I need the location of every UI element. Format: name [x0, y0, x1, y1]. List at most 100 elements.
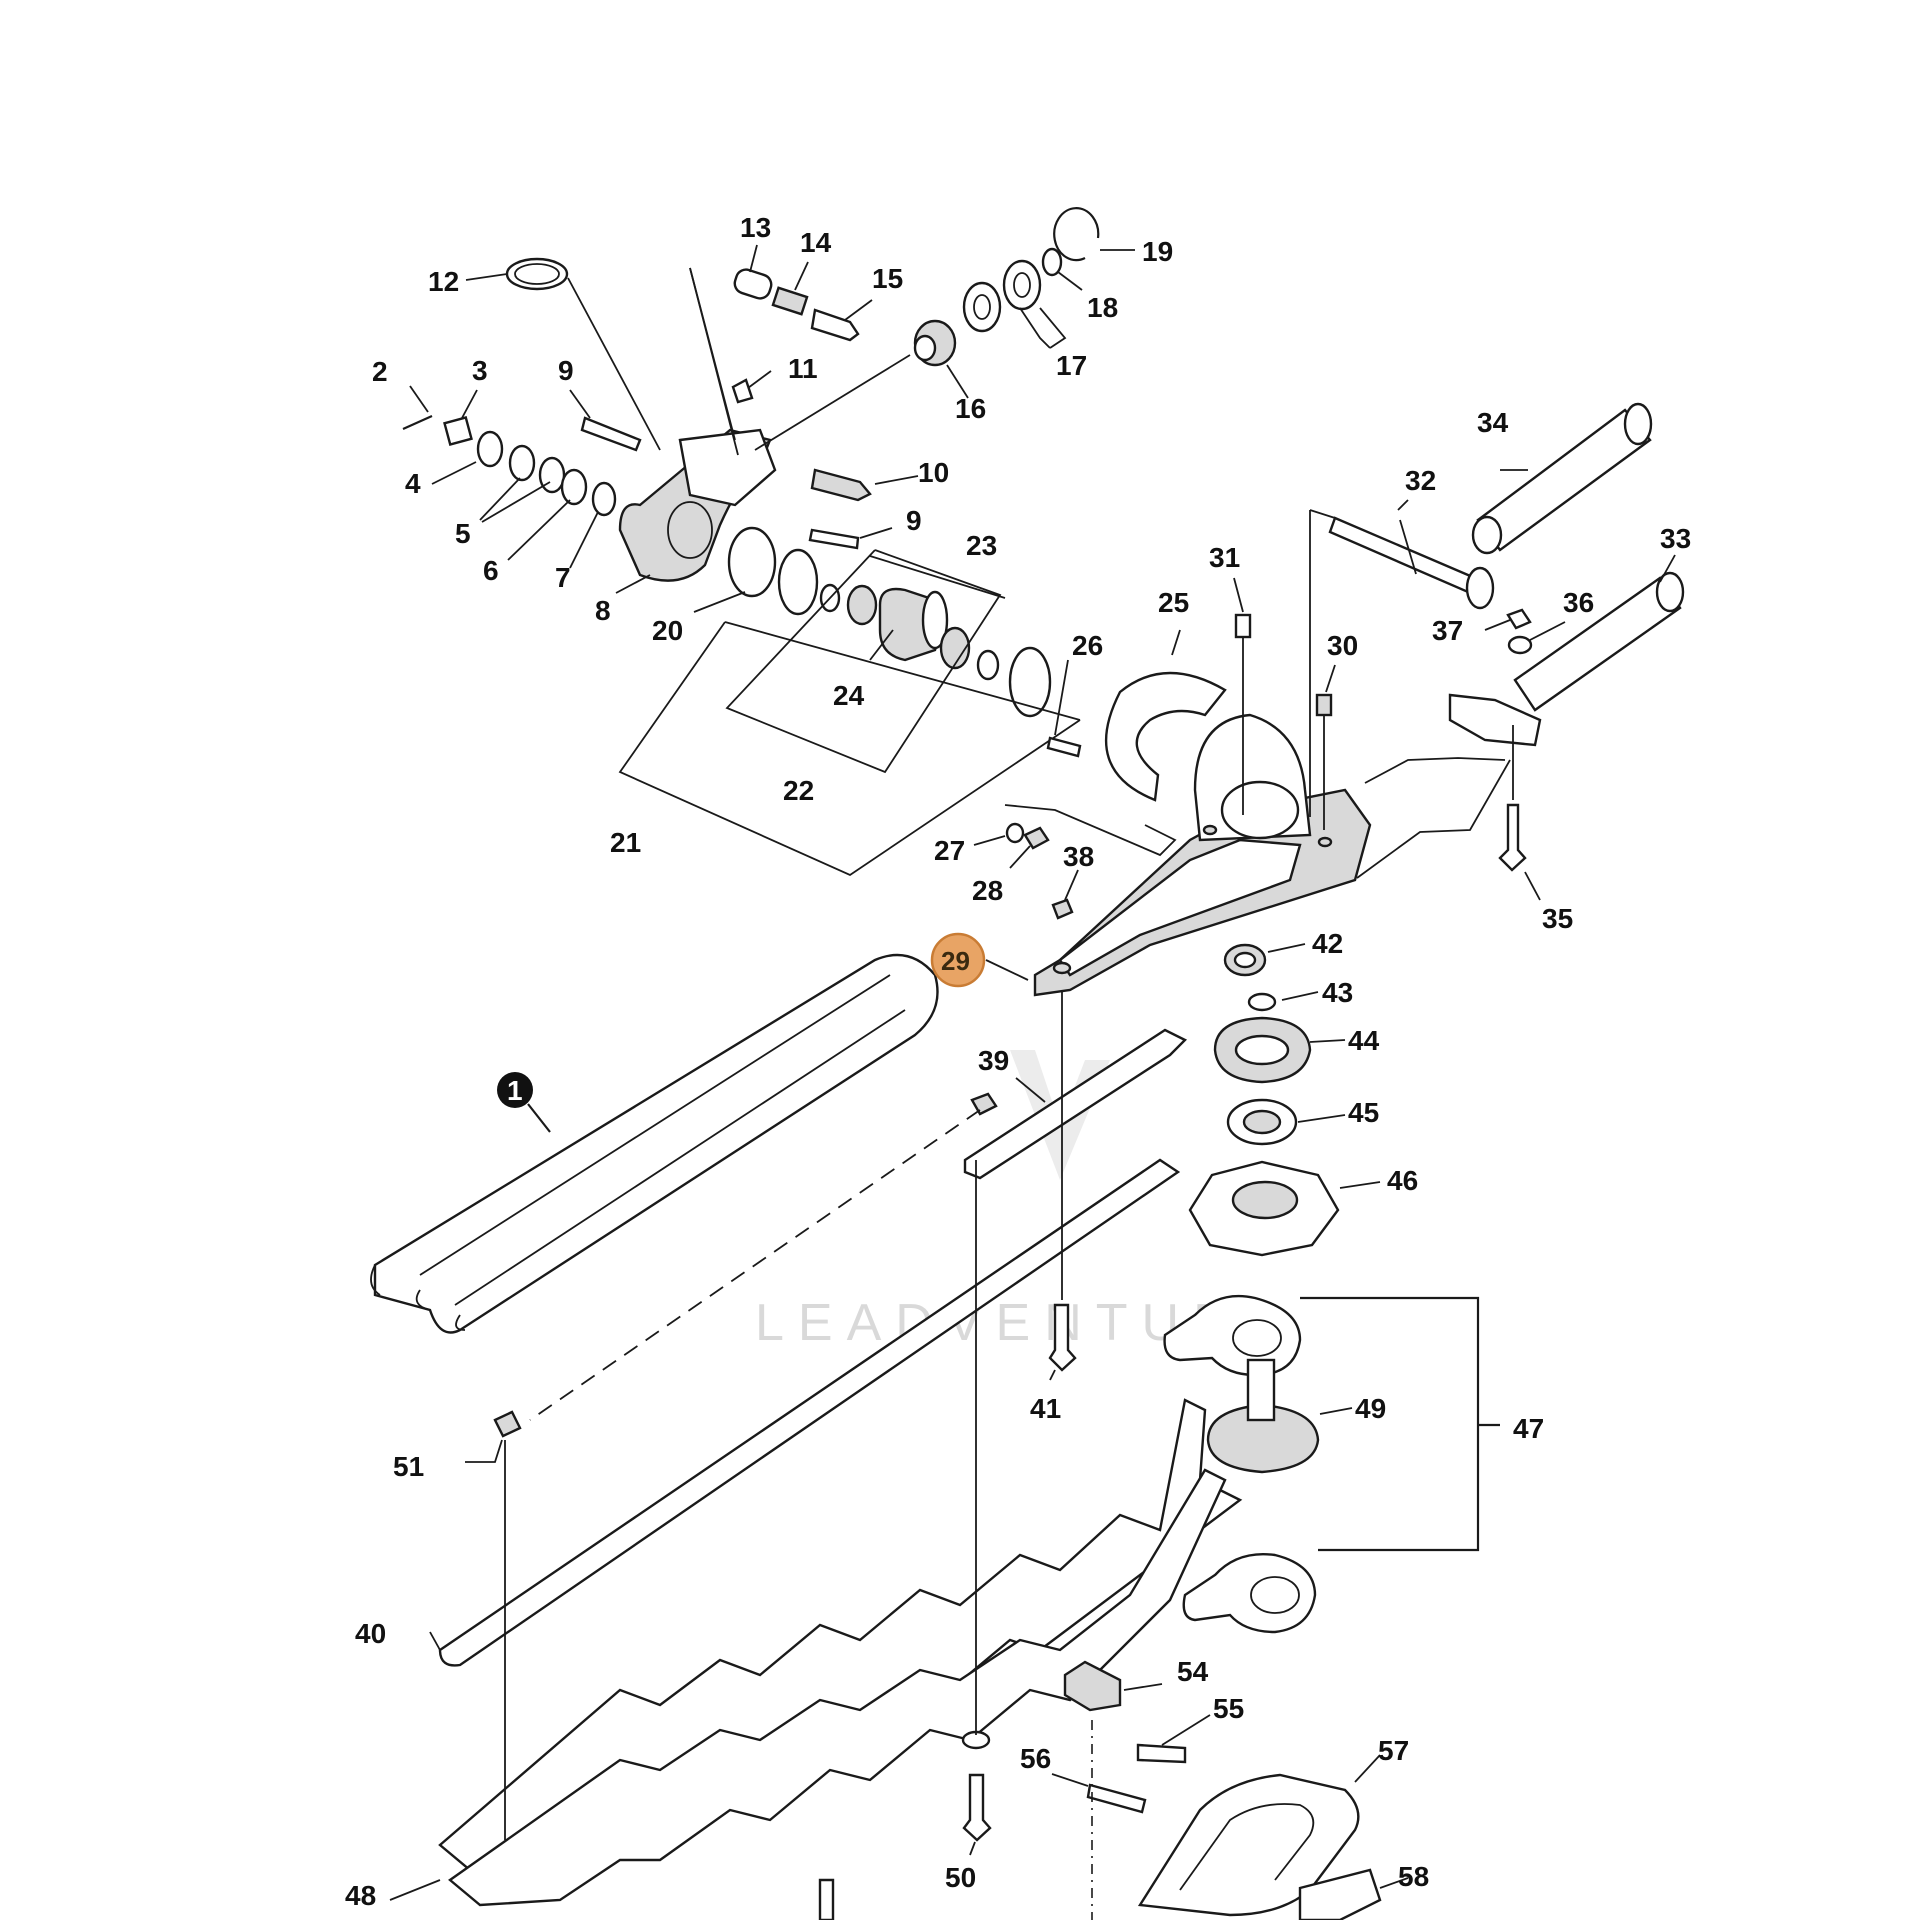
part-37-nut[interactable]	[1506, 608, 1532, 630]
part-57-cover[interactable]	[1137, 1773, 1360, 1917]
callout-45[interactable]: 45	[1348, 1097, 1379, 1128]
callout-39[interactable]: 39	[978, 1045, 1009, 1076]
part-2-split-pin[interactable]	[402, 414, 433, 431]
kit-callout-1[interactable]: 1	[497, 1072, 551, 1133]
callout-18[interactable]: 18	[1087, 292, 1118, 323]
callout-38[interactable]: 38	[1063, 841, 1094, 872]
part-54-guide[interactable]	[1063, 1660, 1122, 1712]
callout-5[interactable]: 5	[455, 518, 471, 549]
part-31-nipple[interactable]	[1234, 613, 1252, 639]
callout-16[interactable]: 16	[955, 393, 986, 424]
part-17-bearing-a[interactable]	[962, 281, 1002, 333]
part-56-slide[interactable]	[1086, 1783, 1147, 1814]
callout-49[interactable]: 49	[1355, 1393, 1386, 1424]
callout-11[interactable]: 11	[788, 353, 818, 384]
callout-51[interactable]: 51	[393, 1451, 424, 1482]
part-9-screw-a[interactable]	[580, 416, 642, 452]
callout-54[interactable]: 54	[1177, 1656, 1209, 1687]
part-9-screw-b[interactable]	[808, 528, 860, 550]
part-18-washer[interactable]	[1041, 247, 1063, 277]
callout-42[interactable]: 42	[1312, 928, 1343, 959]
callout-21[interactable]: 21	[610, 827, 641, 858]
callout-32[interactable]: 32	[1405, 465, 1436, 496]
callout-4[interactable]: 4	[405, 468, 421, 499]
callout-56[interactable]: 56	[1020, 1743, 1051, 1774]
callout-10[interactable]: 10	[918, 457, 949, 488]
callout-13[interactable]: 13	[740, 212, 771, 243]
callout-27[interactable]: 27	[934, 835, 965, 866]
part-33-tube[interactable]	[1513, 576, 1682, 712]
part-49-eccentric[interactable]	[1206, 1403, 1320, 1474]
part-35-bolt[interactable]	[1498, 803, 1527, 872]
callout-41[interactable]: 41	[1030, 1393, 1061, 1424]
callout-28[interactable]: 28	[972, 875, 1003, 906]
callout-6[interactable]: 6	[483, 555, 499, 586]
part-5-washer-b[interactable]	[538, 456, 566, 494]
part-38-nut-lower[interactable]	[970, 1092, 998, 1116]
part-15-screw[interactable]	[810, 308, 860, 342]
callout-3[interactable]: 3	[472, 355, 488, 386]
callout-40[interactable]: 40	[355, 1618, 386, 1649]
part-19-circlip[interactable]	[1053, 207, 1100, 262]
part-41-bolt[interactable]	[1048, 1303, 1077, 1372]
part-28-nut[interactable]	[1023, 826, 1050, 850]
bracket[interactable]	[1448, 693, 1542, 747]
callout-7[interactable]: 7	[555, 562, 571, 593]
callout-35[interactable]: 35	[1542, 903, 1573, 934]
part-10-screw[interactable]	[810, 468, 872, 502]
part-58-plate[interactable]	[1298, 1868, 1382, 1920]
part-4-washer[interactable]	[476, 430, 504, 468]
part-13-pin[interactable]	[732, 267, 774, 301]
part-21-oring[interactable]	[777, 548, 819, 616]
part-22-bearing[interactable]	[846, 584, 878, 626]
part-50-bolt[interactable]	[962, 1773, 992, 1842]
part-bolt-lower[interactable]	[818, 1878, 835, 1920]
part-30-screw[interactable]	[1315, 693, 1333, 717]
callout-17[interactable]: 17	[1056, 350, 1087, 381]
part-23-sleeve[interactable]	[939, 626, 971, 670]
callout-24[interactable]: 24	[833, 680, 865, 711]
part-36-washer[interactable]	[1507, 635, 1533, 655]
part-43-ring[interactable]	[1247, 992, 1277, 1012]
part-27-washer[interactable]	[1005, 822, 1025, 844]
callout-8[interactable]: 8	[595, 595, 611, 626]
callout-2[interactable]: 2	[372, 356, 388, 387]
callout-29[interactable]: 29	[941, 946, 970, 976]
callout-15[interactable]: 15	[872, 263, 903, 294]
callout-47[interactable]: 47	[1513, 1413, 1544, 1444]
part-17-bearing-b[interactable]	[1002, 259, 1042, 311]
part-21-circlip[interactable]	[1008, 646, 1052, 718]
part-51-nut[interactable]	[493, 1410, 522, 1438]
callout-44[interactable]: 44	[1348, 1025, 1380, 1056]
callout-34[interactable]: 34	[1477, 407, 1509, 438]
callout-23[interactable]: 23	[966, 530, 997, 561]
part-38-nut[interactable]	[1051, 898, 1074, 920]
part-40-bar[interactable]	[438, 1158, 1181, 1667]
part-7-washer[interactable]	[591, 481, 617, 517]
part-1-guard[interactable]	[373, 953, 939, 1334]
part-14-spring[interactable]	[771, 286, 809, 316]
part-11-clip[interactable]	[731, 378, 754, 404]
part-55-slide[interactable]	[1136, 1743, 1187, 1764]
callout-12[interactable]: 12	[428, 266, 459, 297]
callout-26[interactable]: 26	[1072, 630, 1103, 661]
callout-9-lower[interactable]: 9	[906, 505, 922, 536]
part-26-screw[interactable]	[1046, 736, 1082, 758]
callout-57[interactable]: 57	[1378, 1735, 1409, 1766]
callout-48[interactable]: 48	[345, 1880, 376, 1911]
part-25-plate[interactable]	[1105, 671, 1227, 802]
callout-30[interactable]: 30	[1327, 630, 1358, 661]
callout-36[interactable]: 36	[1563, 587, 1594, 618]
callout-1[interactable]: 1	[507, 1075, 523, 1106]
callout-33[interactable]: 33	[1660, 523, 1691, 554]
callout-46[interactable]: 46	[1387, 1165, 1418, 1196]
part-47-crank-b[interactable]	[1182, 1553, 1317, 1634]
callout-50[interactable]: 50	[945, 1862, 976, 1893]
part-39-plate[interactable]	[963, 1028, 1188, 1180]
callout-43[interactable]: 43	[1322, 977, 1353, 1008]
callout-19[interactable]: 19	[1142, 236, 1173, 267]
part-23-washer[interactable]	[976, 649, 1000, 681]
callout-9-upper[interactable]: 9	[558, 355, 574, 386]
callout-31[interactable]: 31	[1209, 542, 1240, 573]
highlighted-callout-29[interactable]: 29	[930, 932, 986, 988]
